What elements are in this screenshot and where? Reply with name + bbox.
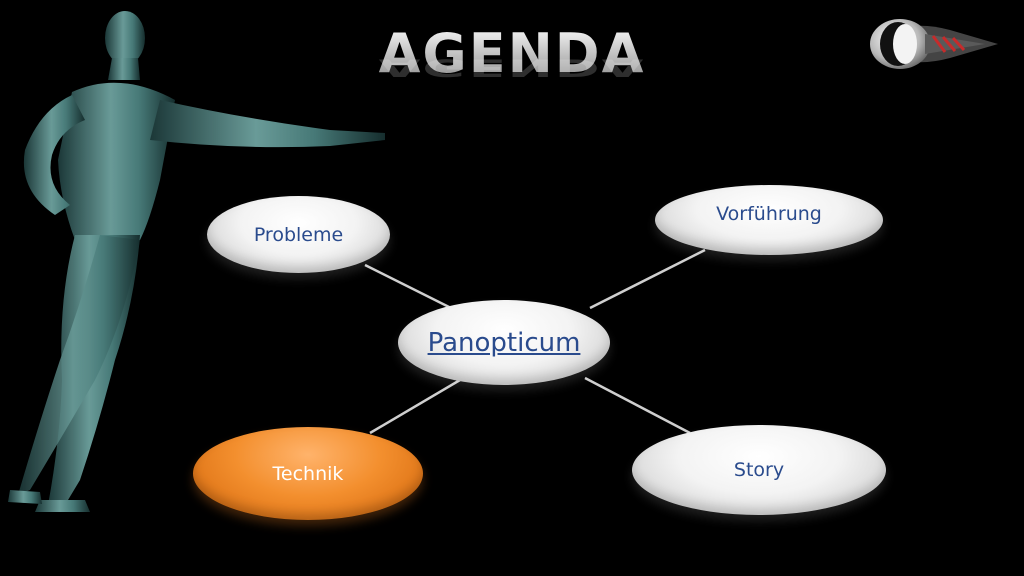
node-probleme-label: Probleme [253, 223, 344, 246]
node-story-label: Story [733, 459, 785, 481]
pointing-human-figure [8, 11, 385, 512]
node-technik[interactable]: Technik [193, 427, 423, 520]
node-panopticum[interactable]: Panopticum [398, 300, 610, 385]
connector-story [584, 376, 691, 435]
connector-vorfuehrung [589, 248, 706, 310]
eye-lens-logo [870, 19, 998, 69]
connector-technik [369, 378, 461, 435]
slide-title: AGENDA [0, 22, 1024, 85]
connector-probleme [364, 263, 456, 312]
node-technik-label: Technik [272, 462, 344, 485]
node-probleme[interactable]: Probleme [207, 196, 390, 273]
node-story[interactable]: Story [632, 425, 886, 515]
node-panopticum-label: Panopticum [427, 327, 581, 358]
node-vorfuehrung[interactable]: Vorführung [655, 185, 883, 255]
node-vorfuehrung-label: Vorführung [716, 203, 822, 225]
